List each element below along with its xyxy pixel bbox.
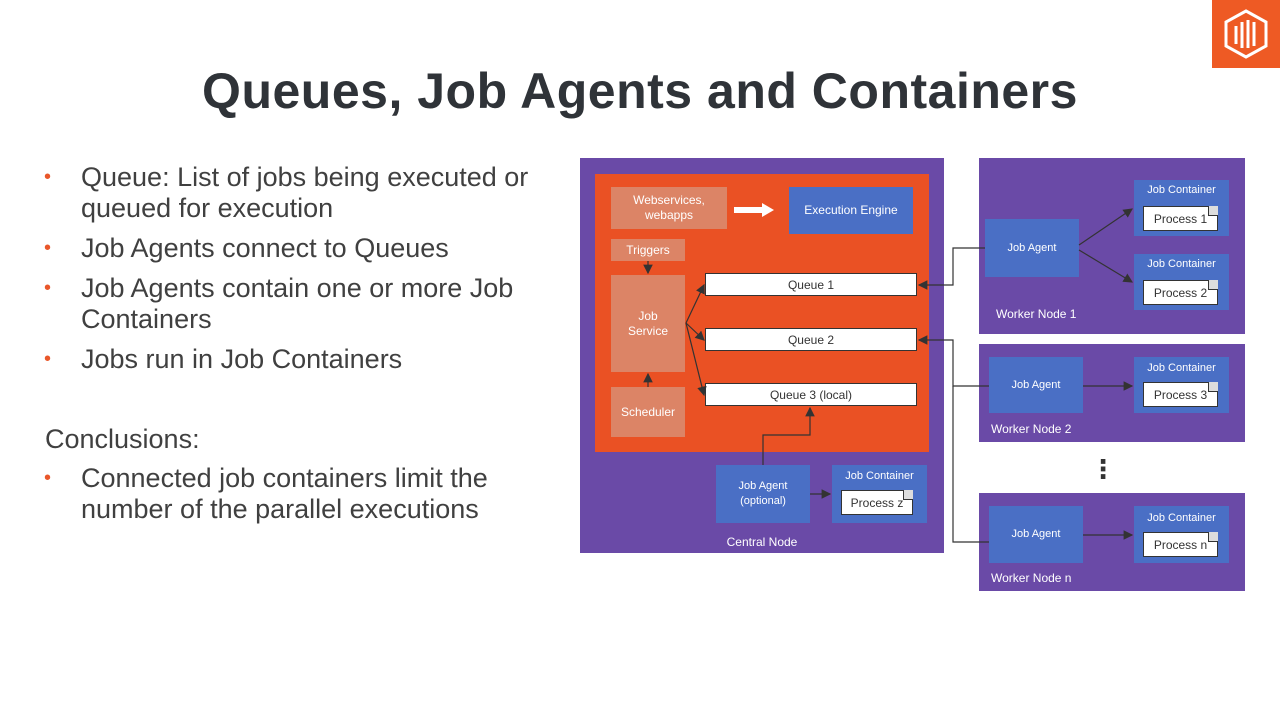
triggers-box: Triggers: [611, 239, 685, 261]
list-item: • Job Agents connect to Queues: [44, 233, 561, 264]
process-z-box: Process z: [841, 490, 913, 515]
process-3-box: Process 3: [1143, 382, 1218, 407]
bullet-dot: •: [44, 166, 52, 188]
job-container-label: Job Container: [1147, 184, 1216, 196]
central-node-caption: Central Node: [726, 535, 798, 549]
execution-engine-box: Execution Engine: [789, 187, 913, 234]
process-fold-icon: [903, 490, 913, 500]
bullet-text: Job Agents connect to Queues: [81, 233, 449, 263]
bullet-list: • Queue: List of jobs being executed or …: [44, 162, 561, 375]
process-fold-icon: [1208, 280, 1218, 290]
list-item: • Connected job containers limit the num…: [44, 463, 561, 525]
process-fold-icon: [1208, 206, 1218, 216]
list-item: • Jobs run in Job Containers: [44, 344, 561, 375]
worker-1-job-agent-box: Job Agent: [985, 219, 1079, 277]
process-fold-icon: [1208, 532, 1218, 542]
list-item: • Queue: List of jobs being executed or …: [44, 162, 561, 224]
worker-2-job-agent-box: Job Agent: [989, 357, 1083, 413]
page-title: Queues, Job Agents and Containers: [202, 63, 1078, 119]
brand-logo-icon: [1224, 9, 1268, 59]
job-container-label: Job Container: [1147, 512, 1216, 524]
bullet-dot: •: [44, 348, 52, 370]
bullet-text: Job Agents contain one or more Job Conta…: [81, 273, 514, 334]
bullet-text: Queue: List of jobs being executed or qu…: [81, 162, 529, 223]
worker-node-2-caption: Worker Node 2: [991, 422, 1072, 436]
bullet-dot: •: [44, 277, 52, 299]
queue-3-box: Queue 3 (local): [705, 383, 917, 406]
bullet-text: Connected job containers limit the numbe…: [81, 463, 488, 524]
worker-n-job-agent-box: Job Agent: [989, 506, 1083, 563]
process-fold-icon: [1208, 382, 1218, 392]
conclusions-list: • Connected job containers limit the num…: [44, 463, 561, 525]
central-job-agent-box: Job Agent (optional): [716, 465, 810, 523]
scheduler-box: Scheduler: [611, 387, 685, 437]
conclusions-heading: Conclusions:: [45, 424, 200, 454]
bullet-dot: •: [44, 237, 52, 259]
worker-node-n-caption: Worker Node n: [991, 571, 1072, 585]
queue-2-box: Queue 2: [705, 328, 917, 351]
job-container-label: Job Container: [1147, 362, 1216, 374]
bullet-dot: •: [44, 467, 52, 489]
bullet-text: Jobs run in Job Containers: [81, 344, 403, 374]
webservices-to-engine-arrow: [734, 203, 774, 217]
process-2-box: Process 2: [1143, 280, 1218, 305]
brand-logo: [1212, 0, 1280, 68]
process-n-box: Process n: [1143, 532, 1218, 557]
job-container-label: Job Container: [1147, 258, 1216, 270]
webservices-box: Webservices, webapps: [611, 187, 727, 229]
job-service-box: Job Service: [611, 275, 685, 372]
process-1-box: Process 1: [1143, 206, 1218, 231]
worker-node-1-caption: Worker Node 1: [996, 307, 1077, 321]
queue-1-box: Queue 1: [705, 273, 917, 296]
job-container-label: Job Container: [845, 470, 914, 482]
list-item: • Job Agents contain one or more Job Con…: [44, 273, 561, 335]
